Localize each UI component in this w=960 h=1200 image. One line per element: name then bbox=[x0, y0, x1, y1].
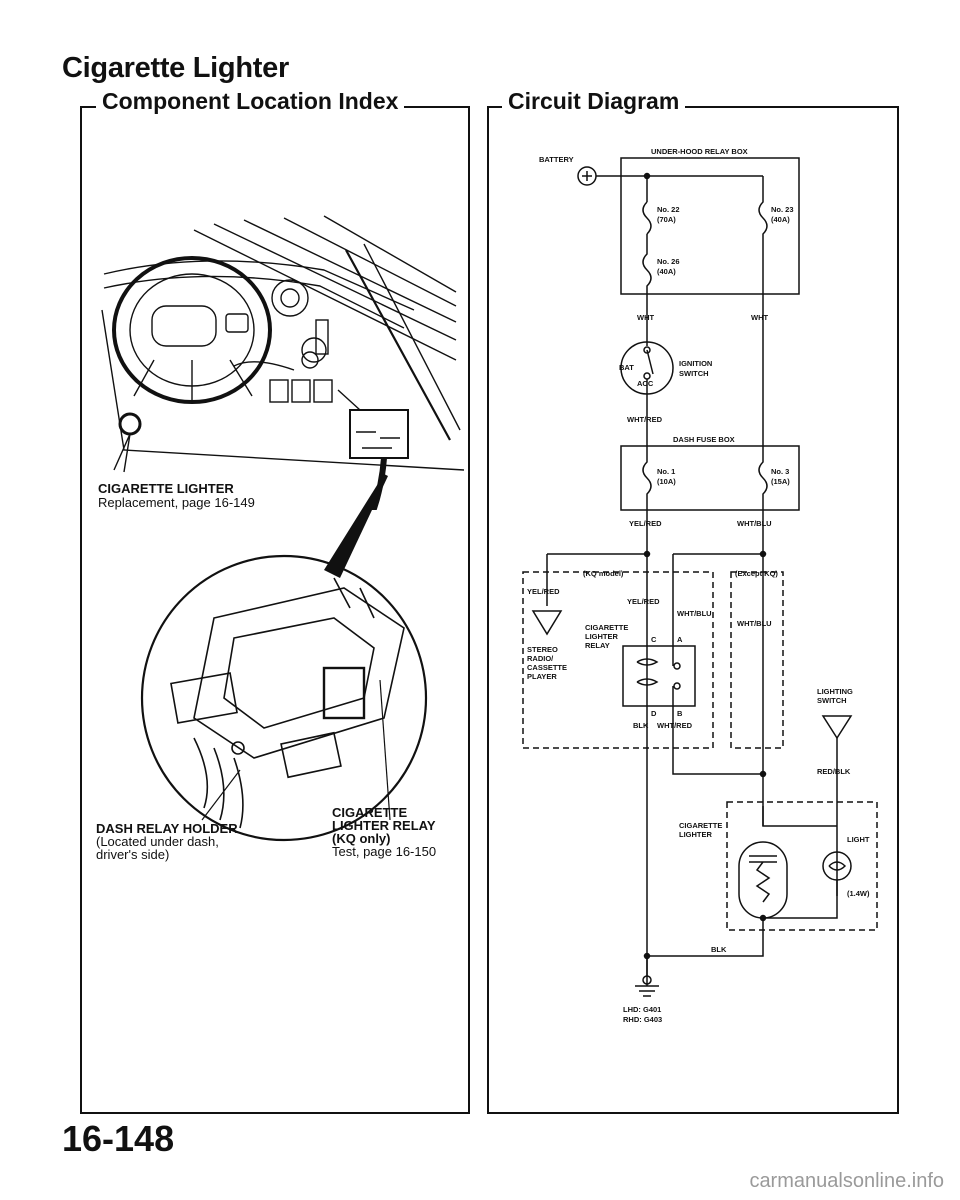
relay-holder-note-2: driver's side) bbox=[96, 847, 170, 862]
lighting-2: SWITCH bbox=[817, 696, 847, 705]
wire-wht-blu-3: WHT/BLU bbox=[737, 619, 772, 628]
wire-wht-right: WHT bbox=[751, 313, 768, 322]
fuse-23-rating: (40A) bbox=[771, 215, 790, 224]
stereo-2: RADIO/ bbox=[527, 654, 554, 663]
relay-holder-label: DASH RELAY HOLDER bbox=[96, 821, 238, 836]
wire-yel-red-2: YEL/RED bbox=[527, 587, 560, 596]
lighter-element bbox=[738, 841, 788, 919]
fuse-3-rating: (15A) bbox=[771, 477, 790, 486]
relay-holder-text: DASH RELAY HOLDER (Located under dash, d… bbox=[96, 822, 238, 861]
circuit-diagram-panel bbox=[487, 106, 899, 1114]
magnify-pointer bbox=[324, 474, 388, 578]
stereo-3: CASSETTE bbox=[527, 663, 567, 672]
relay-holder-note-1: (Located under dash, bbox=[96, 834, 219, 849]
relay-2: LIGHTER bbox=[585, 632, 618, 641]
underhood-relay-box bbox=[620, 157, 800, 295]
wire-wht-left: WHT bbox=[637, 313, 654, 322]
dash-fuse-box bbox=[620, 445, 800, 511]
page-title: Cigarette Lighter bbox=[62, 52, 289, 84]
relay-label-1: CIGARETTE bbox=[332, 805, 408, 820]
relay-label-2: LIGHTER RELAY bbox=[332, 818, 436, 833]
ignition-label-2: SWITCH bbox=[679, 369, 709, 378]
fuse-26-label: No. 26 bbox=[657, 257, 680, 266]
relay-holder-closeup bbox=[140, 554, 428, 842]
relay-symbol bbox=[622, 645, 696, 707]
watermark: carmanualsonline.info bbox=[749, 1170, 944, 1192]
fuse-23-label: No. 23 bbox=[771, 205, 794, 214]
except-kq-box bbox=[730, 571, 784, 749]
wire-red-blk: RED/BLK bbox=[817, 767, 851, 776]
relay-1: CIGARETTE bbox=[585, 623, 628, 632]
term-d: D bbox=[651, 709, 657, 718]
term-a: A bbox=[677, 635, 683, 644]
relay-3: RELAY bbox=[585, 641, 610, 650]
cig-1: CIGARETTE bbox=[679, 821, 722, 830]
except-kq-label: (Except KQ) bbox=[735, 569, 778, 578]
ground-2: RHD: G403 bbox=[623, 1015, 662, 1024]
light-2: (1.4W) bbox=[847, 889, 870, 898]
battery-label: BATTERY bbox=[539, 155, 574, 164]
light-1: LIGHT bbox=[847, 835, 870, 844]
fuse-22-label: No. 22 bbox=[657, 205, 680, 214]
ignition-label-1: IGNITION bbox=[679, 359, 712, 368]
component-location-heading: Component Location Index bbox=[96, 88, 405, 115]
relay-reference: Test, page 16-150 bbox=[332, 844, 437, 859]
kq-model-box bbox=[522, 571, 714, 749]
wire-blk: BLK bbox=[633, 721, 649, 730]
ground-1: LHD: G401 bbox=[623, 1005, 661, 1014]
cig-2: LIGHTER bbox=[679, 830, 712, 839]
wire-wht-red: WHT/RED bbox=[627, 415, 663, 424]
kq-model-label: (KQ model) bbox=[583, 569, 624, 578]
fuse-22-rating: (70A) bbox=[657, 215, 676, 224]
leader-lines bbox=[201, 679, 391, 821]
term-b: B bbox=[677, 709, 683, 718]
ignition-bat: BAT bbox=[619, 363, 634, 372]
wire-wht-blu-2: WHT/BLU bbox=[677, 609, 712, 618]
relay-label-3: (KQ only) bbox=[332, 831, 391, 846]
fuse-1-rating: (10A) bbox=[657, 477, 676, 486]
lighting-1: LIGHTING bbox=[817, 687, 853, 696]
circuit-diagram-heading: Circuit Diagram bbox=[502, 88, 686, 115]
term-c: C bbox=[651, 635, 657, 644]
wire-blk-2: BLK bbox=[711, 945, 727, 954]
dash-fuse-box-label: DASH FUSE BOX bbox=[673, 435, 735, 444]
dashboard-illustration bbox=[101, 215, 465, 510]
lighter-reference: Replacement, page 16-149 bbox=[98, 495, 255, 510]
fuse-1-label: No. 1 bbox=[657, 467, 675, 476]
fuse-3-label: No. 3 bbox=[771, 467, 789, 476]
underhood-box-label: UNDER-HOOD RELAY BOX bbox=[651, 147, 748, 156]
wire-wht-red-2: WHT/RED bbox=[657, 721, 693, 730]
lighter-label: CIGARETTE LIGHTER bbox=[98, 481, 234, 496]
ignition-acc: ACC bbox=[637, 379, 654, 388]
lighter-box bbox=[726, 801, 878, 931]
wire-yel-red-3: YEL/RED bbox=[627, 597, 660, 606]
wire-yel-red: YEL/RED bbox=[629, 519, 662, 528]
stereo-1: STEREO bbox=[527, 645, 558, 654]
fuse-26-rating: (40A) bbox=[657, 267, 676, 276]
relay-text: CIGARETTE LIGHTER RELAY (KQ only) Test, … bbox=[332, 806, 436, 858]
circuit-diagram: BATTERY UNDER-HOOD RELAY BOX No. 22 (70A… bbox=[522, 147, 878, 1024]
page-number: 16-148 bbox=[62, 1118, 175, 1159]
stereo-4: PLAYER bbox=[527, 672, 557, 681]
wire-wht-blu: WHT/BLU bbox=[737, 519, 772, 528]
